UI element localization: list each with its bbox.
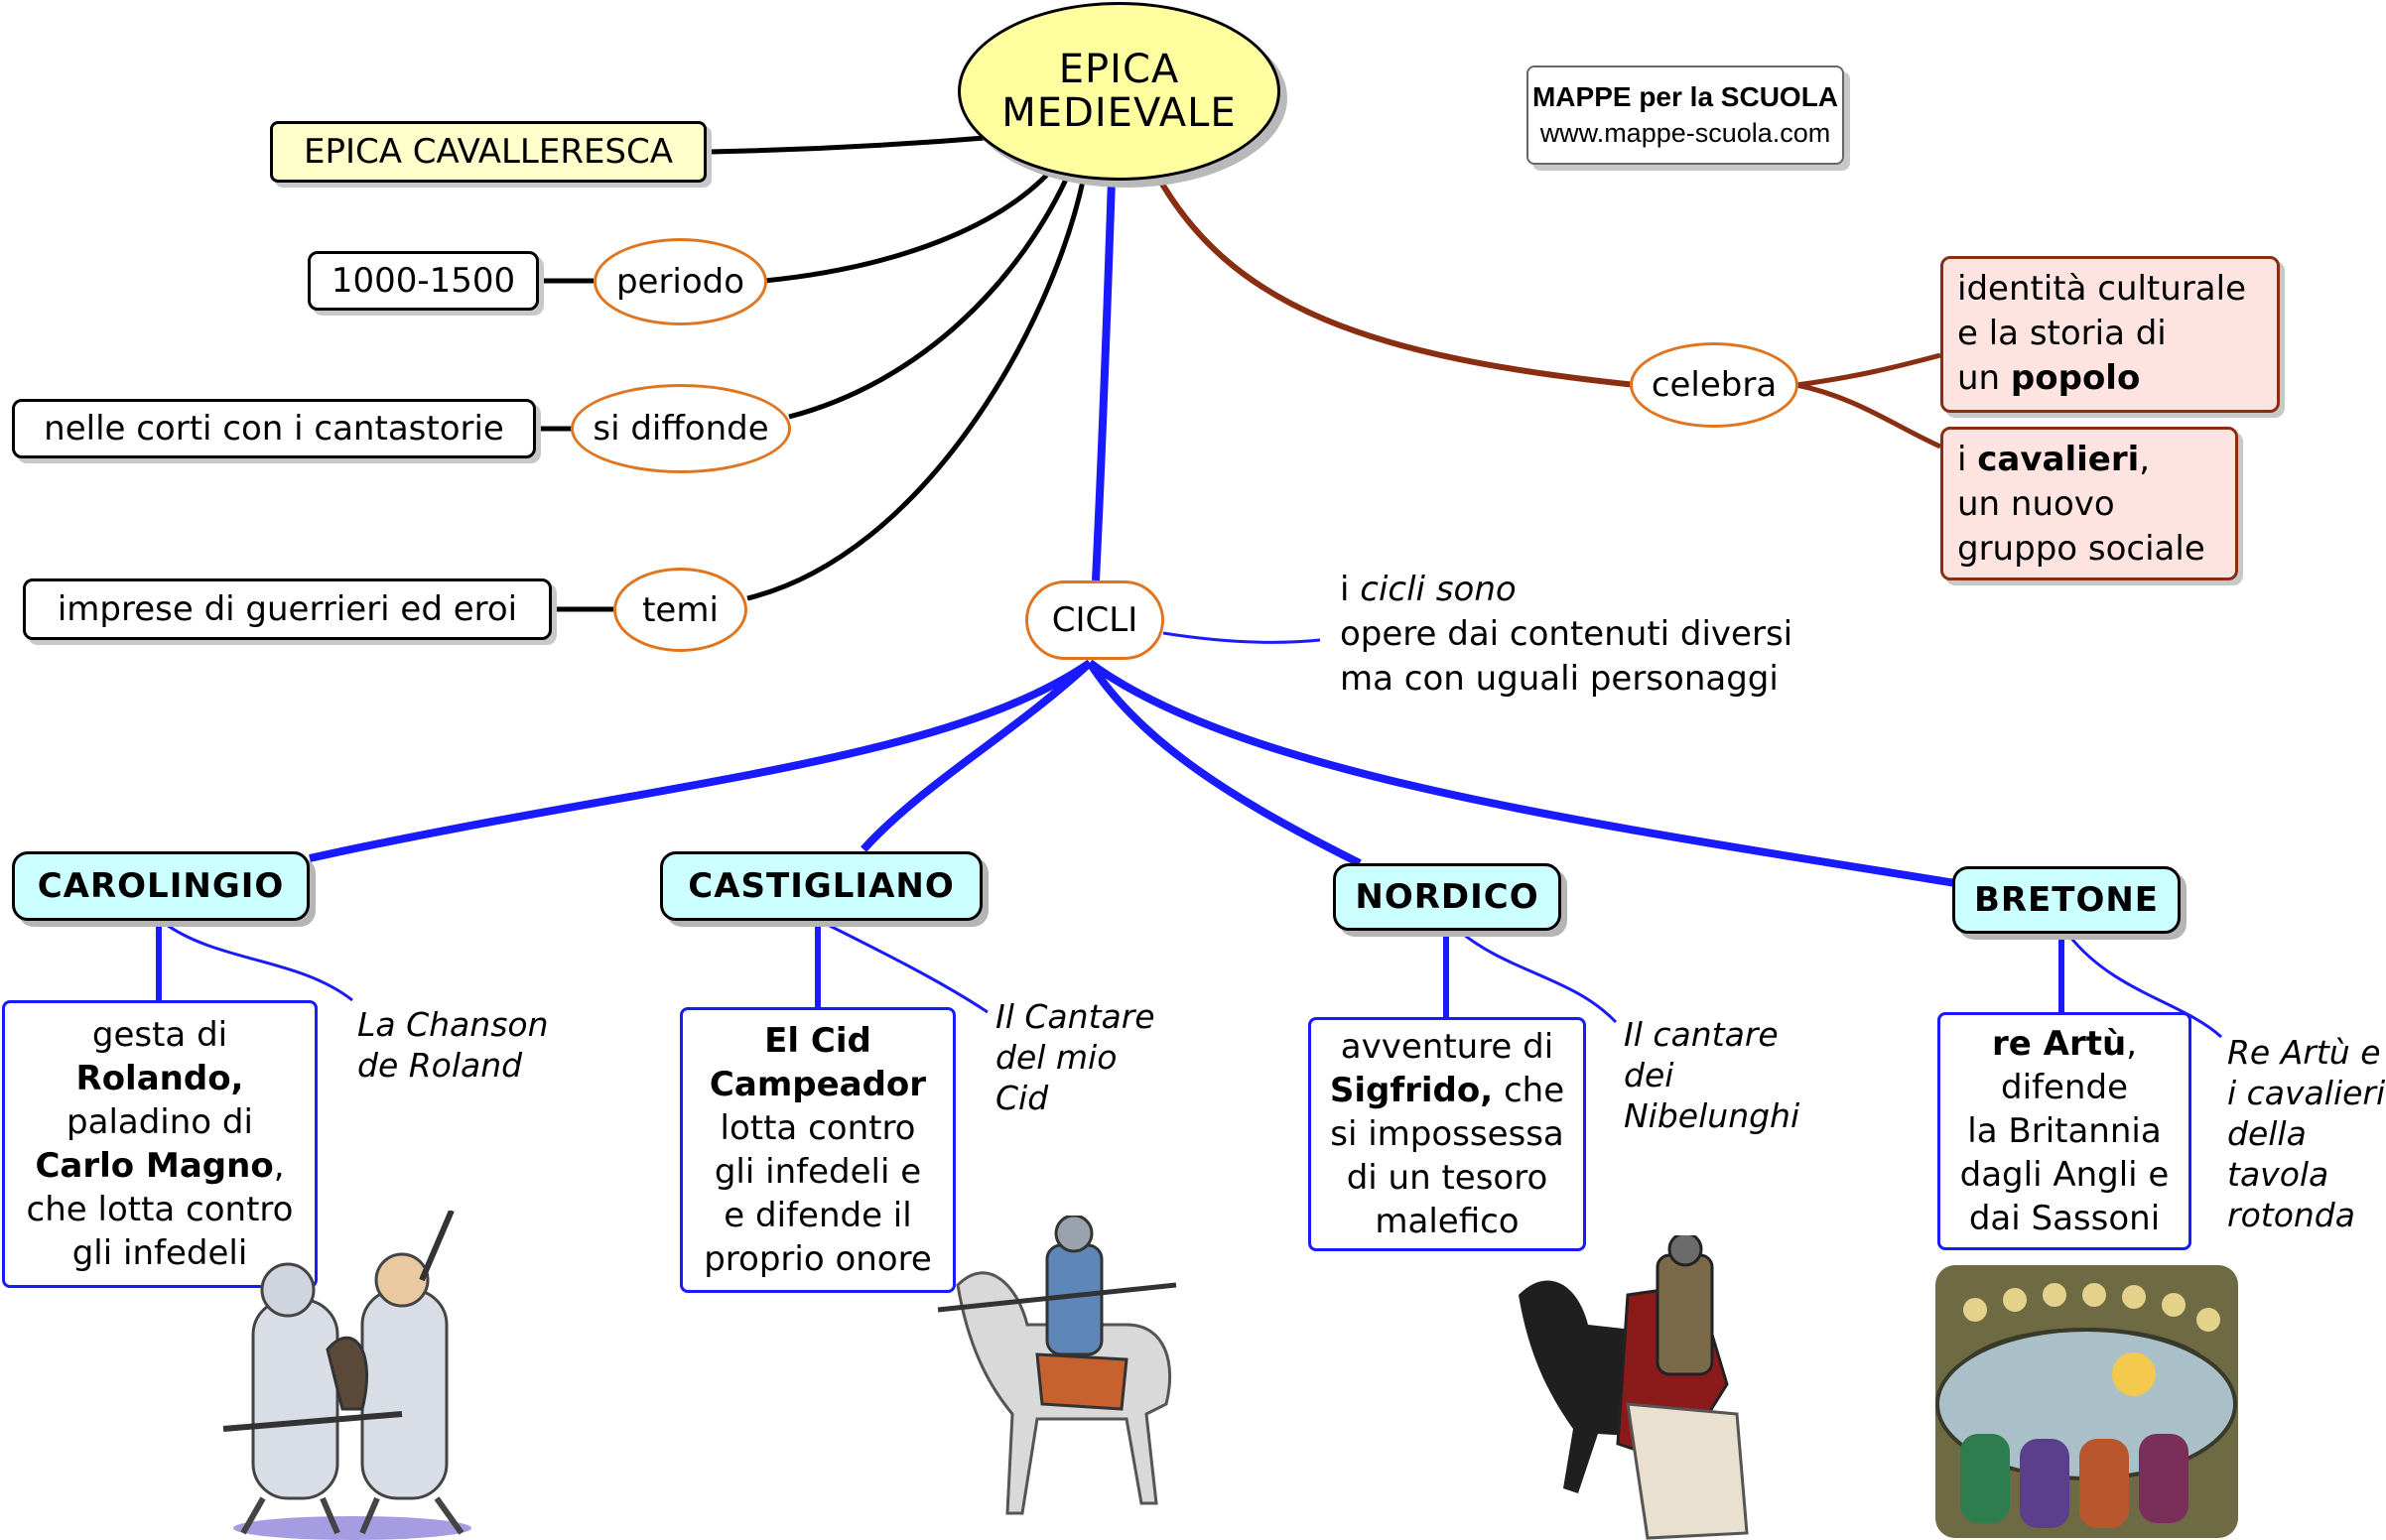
carolingio-desc-l4: Carlo Magno, bbox=[35, 1146, 285, 1186]
celebra-box2-line2: un nuovo bbox=[1957, 484, 2115, 524]
nordico-desc-l3: si impossessa bbox=[1330, 1114, 1564, 1154]
link-root-si-diffonde bbox=[788, 169, 1073, 420]
round-table-illustration bbox=[1935, 1265, 2238, 1538]
temi-value-box[interactable]: imprese di guerrieri ed eroi bbox=[23, 578, 552, 640]
knight-on-horse-illustration bbox=[937, 1216, 1177, 1515]
periodo-oval[interactable]: periodo bbox=[594, 238, 767, 325]
carolingio-desc-box[interactable]: gesta di Rolando, paladino di Carlo Magn… bbox=[2, 1000, 318, 1288]
link-root-cicli bbox=[1092, 178, 1116, 581]
castigliano-work: Il Cantare del mio Cid bbox=[995, 996, 1155, 1118]
celebra-box1-line3: un popolo bbox=[1957, 358, 2141, 398]
link-cicli-bretone bbox=[1087, 659, 1956, 887]
warriors-on-horses-illustration bbox=[1519, 1235, 1749, 1540]
castigliano-title[interactable]: CASTIGLIANO bbox=[660, 851, 983, 921]
nordico-desc-l2: Sigfrido, che bbox=[1329, 1071, 1565, 1110]
nordico-work-l2: dei bbox=[1624, 1056, 1674, 1094]
castigliano-work-l1: Il Cantare bbox=[995, 997, 1155, 1036]
carolingio-title[interactable]: CAROLINGIO bbox=[12, 851, 310, 921]
link-bretone-work bbox=[2067, 935, 2223, 1039]
link-root-temi bbox=[746, 176, 1087, 601]
bretone-desc-l4: dagli Angli e bbox=[1959, 1155, 2170, 1195]
link-carolingio-work bbox=[163, 921, 353, 1002]
cicli-note-line2: opere dai contenuti diversi bbox=[1340, 614, 1793, 654]
link-cicli-castigliano bbox=[861, 660, 1093, 852]
celebra-box2-line3: gruppo sociale bbox=[1957, 529, 2205, 569]
nordico-desc-l4: di un tesoro bbox=[1346, 1158, 1548, 1198]
castigliano-work-l2: del mio bbox=[995, 1038, 1118, 1077]
castigliano-desc-l4: gli infedeli e bbox=[714, 1152, 922, 1192]
bretone-work-l2: i cavalieri bbox=[2227, 1074, 2386, 1112]
mappe-title: MAPPE per la SCUOLA bbox=[1531, 81, 1839, 112]
bretone-desc-l2: difende bbox=[2001, 1068, 2128, 1107]
root-line2: MEDIEVALE bbox=[1001, 90, 1237, 136]
bretone-work-l1: Re Artù e bbox=[2227, 1033, 2381, 1072]
cicli-note: i cicli sono opere dai contenuti diversi… bbox=[1340, 568, 1792, 702]
castigliano-desc-l1: El Cid bbox=[764, 1021, 871, 1061]
link-root-periodo bbox=[763, 162, 1059, 284]
bretone-desc-box[interactable]: re Artù, difende la Britannia dagli Angl… bbox=[1937, 1012, 2191, 1250]
link-cicli-nordico bbox=[1086, 660, 1362, 867]
cicli-note-line3: ma con uguali personaggi bbox=[1340, 659, 1779, 699]
knights-fighting-illustration bbox=[222, 1211, 471, 1540]
celebra-box1-line1: identità culturale bbox=[1957, 269, 2246, 309]
castigliano-desc-l2: Campeador bbox=[709, 1065, 927, 1104]
carolingio-work-l2: de Roland bbox=[357, 1046, 523, 1085]
epica-cavalleresca-box[interactable]: EPICA CAVALLERESCA bbox=[270, 121, 707, 183]
celebra-box2-line1: i cavalieri, bbox=[1957, 440, 2151, 479]
link-cicli-carolingio bbox=[309, 659, 1093, 862]
bretone-work: Re Artù e i cavalieri della tavola roton… bbox=[2227, 1032, 2385, 1235]
mappe-url: www.mappe-scuola.com bbox=[1539, 118, 1831, 148]
carolingio-desc-l5: che lotta contro bbox=[26, 1190, 294, 1229]
diffonde-value-box[interactable]: nelle corti con i cantastorie bbox=[12, 399, 536, 458]
cicli-note-line1: i cicli sono bbox=[1340, 570, 1517, 609]
celebra-identita-box[interactable]: identità culturale e la storia di un pop… bbox=[1940, 256, 2280, 413]
carolingio-desc-l1: gesta di bbox=[91, 1015, 228, 1055]
link-root-celebra bbox=[1153, 172, 1637, 388]
nordico-work-l3: Nibelunghi bbox=[1624, 1096, 1800, 1135]
castigliano-desc-l6: proprio onore bbox=[704, 1239, 932, 1279]
carolingio-work-l1: La Chanson bbox=[357, 1005, 549, 1044]
carolingio-desc-l6: gli infedeli bbox=[71, 1233, 248, 1273]
link-root-epica-cavalleresca bbox=[709, 134, 998, 155]
mappe-scuola-box[interactable]: MAPPE per la SCUOLA www.mappe-scuola.com bbox=[1526, 65, 1844, 165]
bretone-work-l4: tavola bbox=[2227, 1155, 2329, 1194]
celebra-cavalieri-box[interactable]: i cavalieri, un nuovo gruppo sociale bbox=[1940, 427, 2238, 580]
bretone-desc-l1: re Artù, bbox=[1991, 1024, 2137, 1064]
link-cicli-note bbox=[1162, 631, 1321, 644]
periodo-value-box[interactable]: 1000-1500 bbox=[308, 251, 539, 311]
root-node-epica-medievale[interactable]: EPICA MEDIEVALE bbox=[958, 2, 1280, 181]
nordico-work-l1: Il cantare bbox=[1624, 1015, 1779, 1054]
nordico-desc-l5: malefico bbox=[1375, 1202, 1520, 1241]
bretone-work-l5: rotonda bbox=[2227, 1196, 2355, 1234]
nordico-work: Il cantare dei Nibelunghi bbox=[1624, 1014, 1799, 1136]
bretone-title[interactable]: BRETONE bbox=[1952, 866, 2181, 934]
temi-oval[interactable]: temi bbox=[613, 568, 747, 652]
si-diffonde-oval[interactable]: si diffonde bbox=[571, 384, 791, 473]
link-nordico-work bbox=[1458, 929, 1618, 1024]
nordico-desc-box[interactable]: avventure di Sigfrido, che si impossessa… bbox=[1308, 1017, 1586, 1251]
cicli-oval[interactable]: CICLI bbox=[1025, 580, 1164, 660]
link-celebra-box1 bbox=[1795, 352, 1941, 388]
castigliano-desc-l3: lotta contro bbox=[720, 1108, 916, 1148]
nordico-title[interactable]: NORDICO bbox=[1333, 863, 1561, 931]
castigliano-desc-box[interactable]: El Cid Campeador lotta contro gli infede… bbox=[680, 1007, 956, 1293]
link-celebra-box2 bbox=[1795, 382, 1942, 449]
root-line1: EPICA bbox=[1058, 47, 1180, 92]
castigliano-desc-l5: e difende il bbox=[724, 1196, 912, 1235]
bretone-desc-l3: la Britannia bbox=[1967, 1111, 2162, 1151]
castigliano-work-l3: Cid bbox=[995, 1079, 1049, 1117]
carolingio-work: La Chanson de Roland bbox=[357, 1004, 549, 1086]
link-castigliano-work bbox=[823, 921, 989, 1014]
celebra-oval[interactable]: celebra bbox=[1630, 342, 1798, 428]
celebra-box1-line2: e la storia di bbox=[1957, 314, 2167, 353]
carolingio-desc-l2: Rolando, bbox=[75, 1059, 244, 1098]
nordico-desc-l1: avventure di bbox=[1340, 1027, 1554, 1067]
bretone-desc-l5: dai Sassoni bbox=[1968, 1199, 2161, 1238]
bretone-work-l3: della bbox=[2227, 1114, 2307, 1153]
carolingio-desc-l3: paladino di bbox=[66, 1102, 253, 1142]
